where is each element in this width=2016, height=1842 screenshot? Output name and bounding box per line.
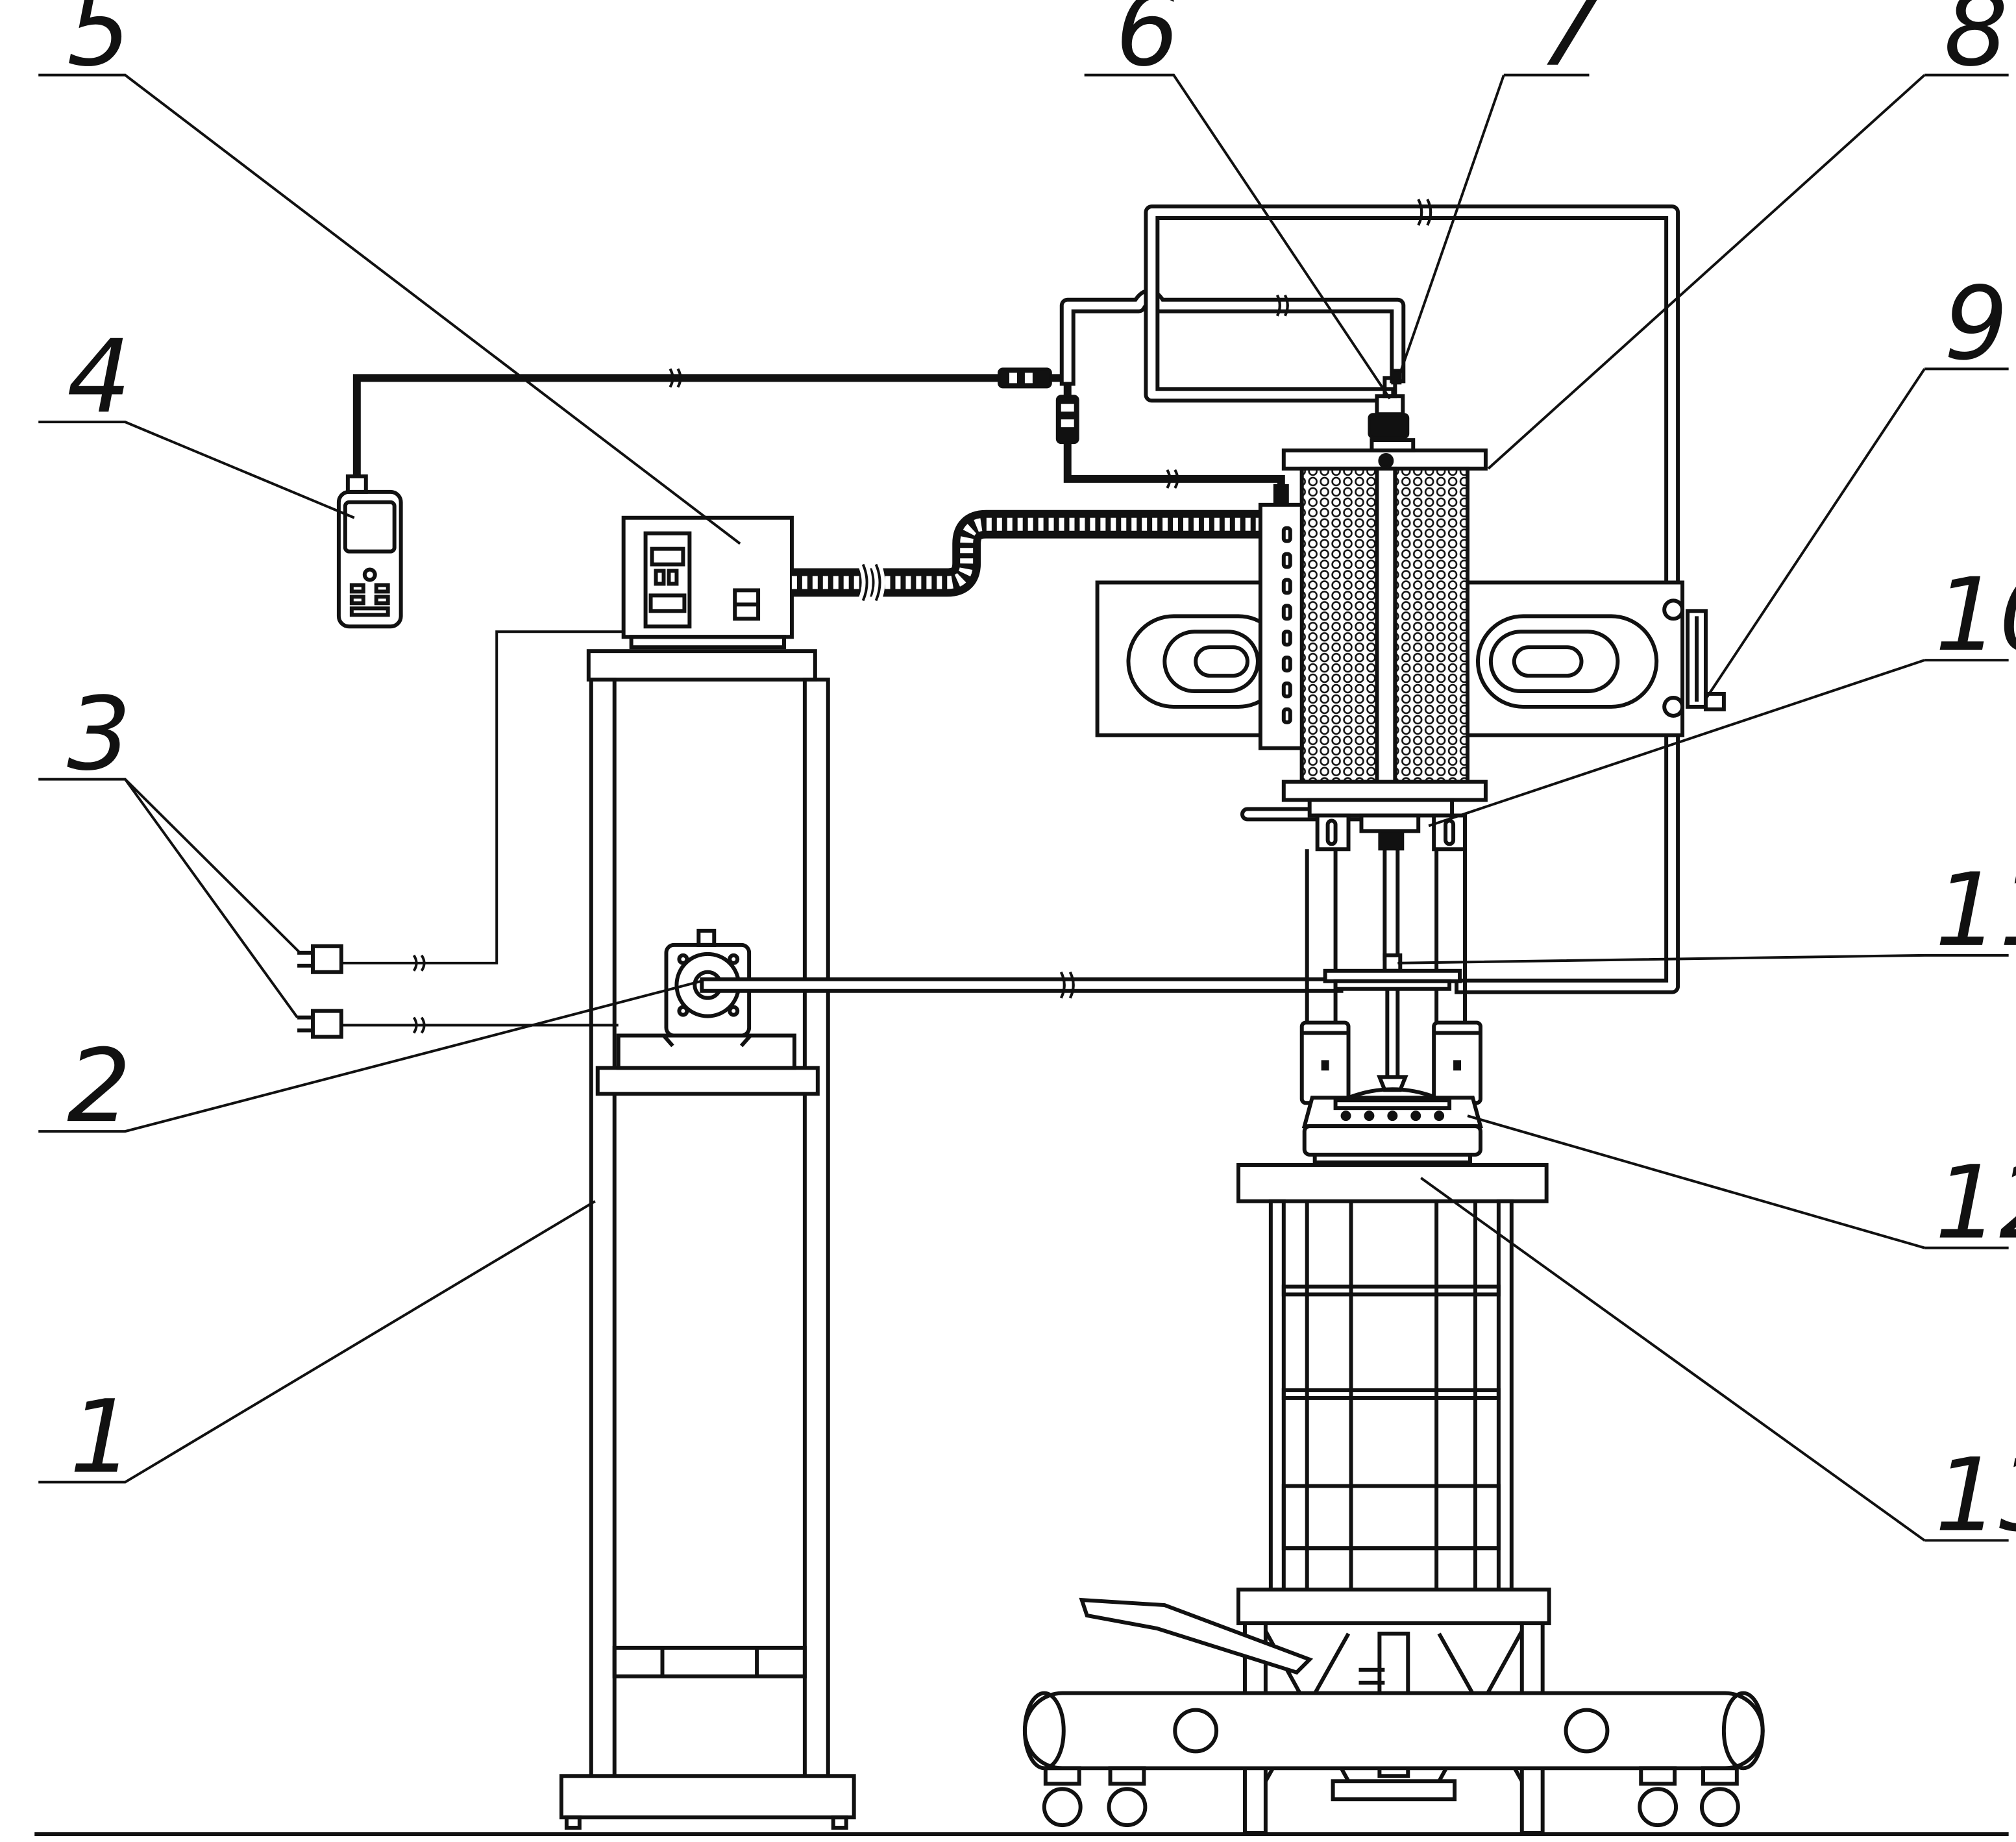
callout-7: 7	[1538, 0, 1602, 89]
heating-hose	[791, 510, 1260, 603]
support-columns	[1305, 849, 1468, 1100]
caster-wheels	[1042, 1766, 1740, 1828]
handheld-meter	[336, 474, 403, 629]
callout-13: 13	[1935, 1436, 2016, 1554]
balance	[1301, 1096, 1483, 1164]
furnace-vents	[1281, 526, 1292, 724]
pump-motor	[616, 928, 796, 1070]
lower-flange	[1240, 798, 1468, 852]
top-fitting	[1368, 369, 1410, 439]
power-plugs	[297, 630, 624, 1039]
callout-9: 9	[1944, 265, 2008, 382]
outer-loop-pipe	[1144, 199, 1680, 994]
callout-6: 6	[1116, 0, 1180, 89]
callouts: 1 2 3 4 5 6 7 8 9 10 11 12 13	[67, 0, 2016, 1554]
lower-posts	[1299, 1020, 1482, 1105]
callout-11: 11	[1935, 852, 2016, 969]
callout-2: 2	[67, 1027, 131, 1145]
callout-5: 5	[67, 0, 131, 89]
callout-8: 8	[1944, 0, 2008, 89]
callout-1: 1	[69, 1379, 134, 1496]
tall-stand	[559, 649, 856, 1830]
callout-4: 4	[67, 318, 131, 436]
callout-12: 12	[1935, 1144, 2016, 1262]
callout-10: 10	[1935, 556, 2016, 674]
callout-3: 3	[67, 676, 131, 793]
leader-lines	[38, 73, 2009, 1542]
pump-pipe	[700, 971, 1344, 999]
lift-cart	[1022, 1162, 1765, 1836]
furnace	[1258, 438, 1488, 802]
controller-box	[621, 515, 794, 650]
